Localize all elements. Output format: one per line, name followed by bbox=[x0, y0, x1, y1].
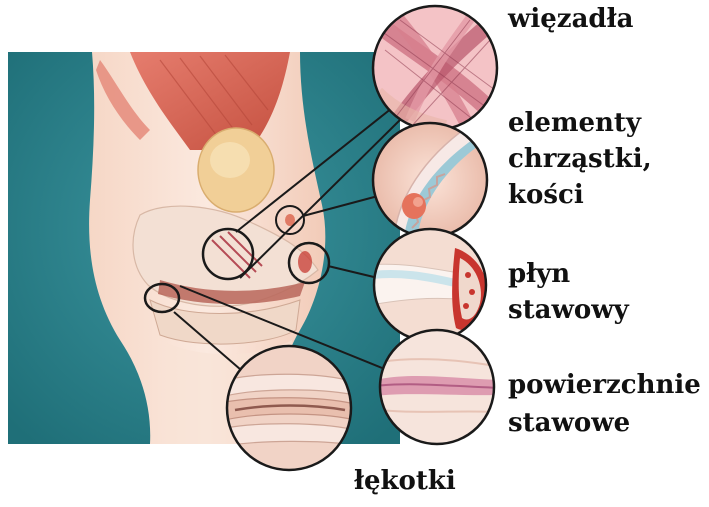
label-cartilage-line2: chrząstki, bbox=[508, 142, 652, 176]
fluid-marker-blob bbox=[298, 251, 312, 273]
label-cartilage-line3: kości bbox=[508, 178, 584, 212]
label-fluid-line2: stawowy bbox=[508, 293, 629, 327]
label-surfaces-line1: powierzchnie bbox=[508, 368, 701, 402]
label-meniscus: łękotki bbox=[354, 464, 456, 498]
label-ligaments: więzadła bbox=[508, 2, 633, 36]
patella-highlight bbox=[210, 142, 250, 178]
inset-cartilage bbox=[373, 123, 487, 237]
label-cartilage-line1: elementy bbox=[508, 106, 641, 140]
label-surfaces-line2: stawowe bbox=[508, 406, 630, 440]
label-fluid-line1: płyn bbox=[508, 257, 570, 291]
inset-ligaments bbox=[373, 5, 500, 130]
